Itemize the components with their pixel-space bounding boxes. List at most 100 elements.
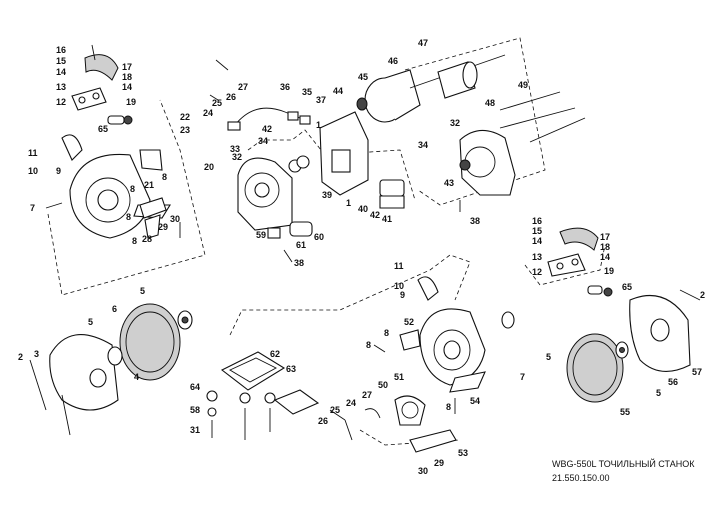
- callout-43: 43: [444, 178, 454, 188]
- callout-11b: 11: [394, 261, 404, 271]
- callout-3: 3: [34, 349, 39, 359]
- callout-16: 16: [56, 45, 66, 55]
- motor-housing-left: [237, 157, 313, 239]
- callout-30b: 30: [418, 466, 428, 476]
- callout-33: 33: [230, 144, 240, 154]
- callout-21: 21: [144, 180, 154, 190]
- callout-25: 25: [212, 98, 222, 108]
- callout-labels: 16 15 14 13 12 17 18 14 19 65 11 10 9 7 …: [18, 38, 705, 476]
- callout-60: 60: [314, 232, 324, 242]
- callout-59: 59: [256, 230, 266, 240]
- callout-26b: 26: [318, 416, 328, 426]
- callout-53: 53: [458, 448, 468, 458]
- callout-8: 8: [130, 184, 135, 194]
- tool-rest-left: [139, 197, 167, 239]
- callout-13: 13: [56, 82, 66, 92]
- title-model: WBG-550L ТОЧИЛЬНЫЙ СТАНОК: [552, 458, 695, 469]
- callout-36: 36: [280, 82, 290, 92]
- callout-17b: 17: [600, 232, 610, 242]
- callout-56: 56: [668, 377, 678, 387]
- callout-28: 28: [142, 234, 152, 244]
- callout-38b: 38: [294, 258, 304, 268]
- callout-15b: 15: [532, 226, 542, 236]
- callout-24: 24: [203, 108, 213, 118]
- callout-54: 54: [470, 396, 480, 406]
- callout-8f: 8: [366, 340, 371, 350]
- callout-40: 40: [358, 204, 368, 214]
- callout-49: 49: [518, 80, 528, 90]
- callout-8e: 8: [384, 328, 389, 338]
- callout-7: 7: [30, 203, 35, 213]
- callout-65b: 65: [622, 282, 632, 292]
- callout-47: 47: [418, 38, 428, 48]
- callout-51: 51: [394, 372, 404, 382]
- callout-14: 14: [56, 67, 66, 77]
- callout-61: 61: [296, 240, 306, 250]
- stator-rotor: [356, 54, 506, 123]
- callout-41: 41: [382, 214, 392, 224]
- callout-29b: 29: [434, 458, 444, 468]
- callout-23: 23: [180, 125, 190, 135]
- callout-55: 55: [620, 407, 630, 417]
- callout-38: 38: [470, 216, 480, 226]
- eye-shield-assembly-left: [71, 44, 133, 125]
- callout-1: 1: [316, 120, 321, 130]
- callout-16b: 16: [532, 216, 542, 226]
- callout-29: 29: [158, 222, 168, 232]
- callout-27b: 27: [362, 390, 372, 400]
- outer-guard-left: [29, 334, 119, 436]
- eye-shield-assembly-right: [547, 227, 613, 297]
- callout-39: 39: [322, 190, 332, 200]
- callout-50: 50: [378, 380, 388, 390]
- callout-8g: 8: [446, 402, 451, 412]
- motor-frame-center: [296, 111, 405, 209]
- callout-58: 58: [190, 405, 200, 415]
- callout-14b: 14: [122, 82, 132, 92]
- callout-2: 2: [18, 352, 23, 362]
- callout-37: 37: [316, 95, 326, 105]
- callout-65: 65: [98, 124, 108, 134]
- callout-18: 18: [122, 72, 132, 82]
- callout-34b: 34: [418, 140, 428, 150]
- callout-24b: 24: [346, 398, 356, 408]
- title-block: WBG-550L ТОЧИЛЬНЫЙ СТАНОК 21.550.150.00: [552, 458, 695, 483]
- motor-housing-right: [459, 91, 586, 196]
- callout-15: 15: [56, 56, 66, 66]
- callout-44: 44: [333, 86, 343, 96]
- callout-62: 62: [270, 349, 280, 359]
- callout-9b: 9: [400, 290, 405, 300]
- callout-18b: 18: [600, 242, 610, 252]
- outer-guard-right: [629, 289, 701, 372]
- fasteners: [45, 59, 461, 421]
- grinding-wheel-left: [107, 303, 193, 381]
- callout-34: 34: [258, 136, 268, 146]
- callout-14d: 14: [600, 252, 610, 262]
- callout-5d: 5: [656, 388, 661, 398]
- callout-42: 42: [262, 124, 272, 134]
- callout-4: 4: [134, 372, 139, 382]
- callout-19: 19: [126, 97, 136, 107]
- callout-12: 12: [56, 97, 66, 107]
- callout-32b: 32: [450, 118, 460, 128]
- callout-13b: 13: [532, 252, 542, 262]
- callout-10: 10: [28, 166, 38, 176]
- callout-35: 35: [302, 87, 312, 97]
- callout-30: 30: [170, 214, 180, 224]
- callout-1b: 1: [346, 198, 351, 208]
- callout-22: 22: [180, 112, 190, 122]
- callout-5c: 5: [546, 352, 551, 362]
- grinding-wheel-right: [501, 311, 629, 403]
- callout-42b: 42: [370, 210, 380, 220]
- callout-25b: 25: [330, 405, 340, 415]
- base-plate: [206, 351, 320, 440]
- callout-8c: 8: [126, 212, 131, 222]
- callout-64: 64: [190, 382, 200, 392]
- callout-5: 5: [88, 317, 93, 327]
- callout-10b: 10: [394, 281, 404, 291]
- power-cable-switch: [227, 107, 311, 131]
- assembly-boundaries: [47, 37, 606, 446]
- callout-8d: 8: [132, 236, 137, 246]
- callout-48: 48: [485, 98, 495, 108]
- callout-17: 17: [122, 62, 132, 72]
